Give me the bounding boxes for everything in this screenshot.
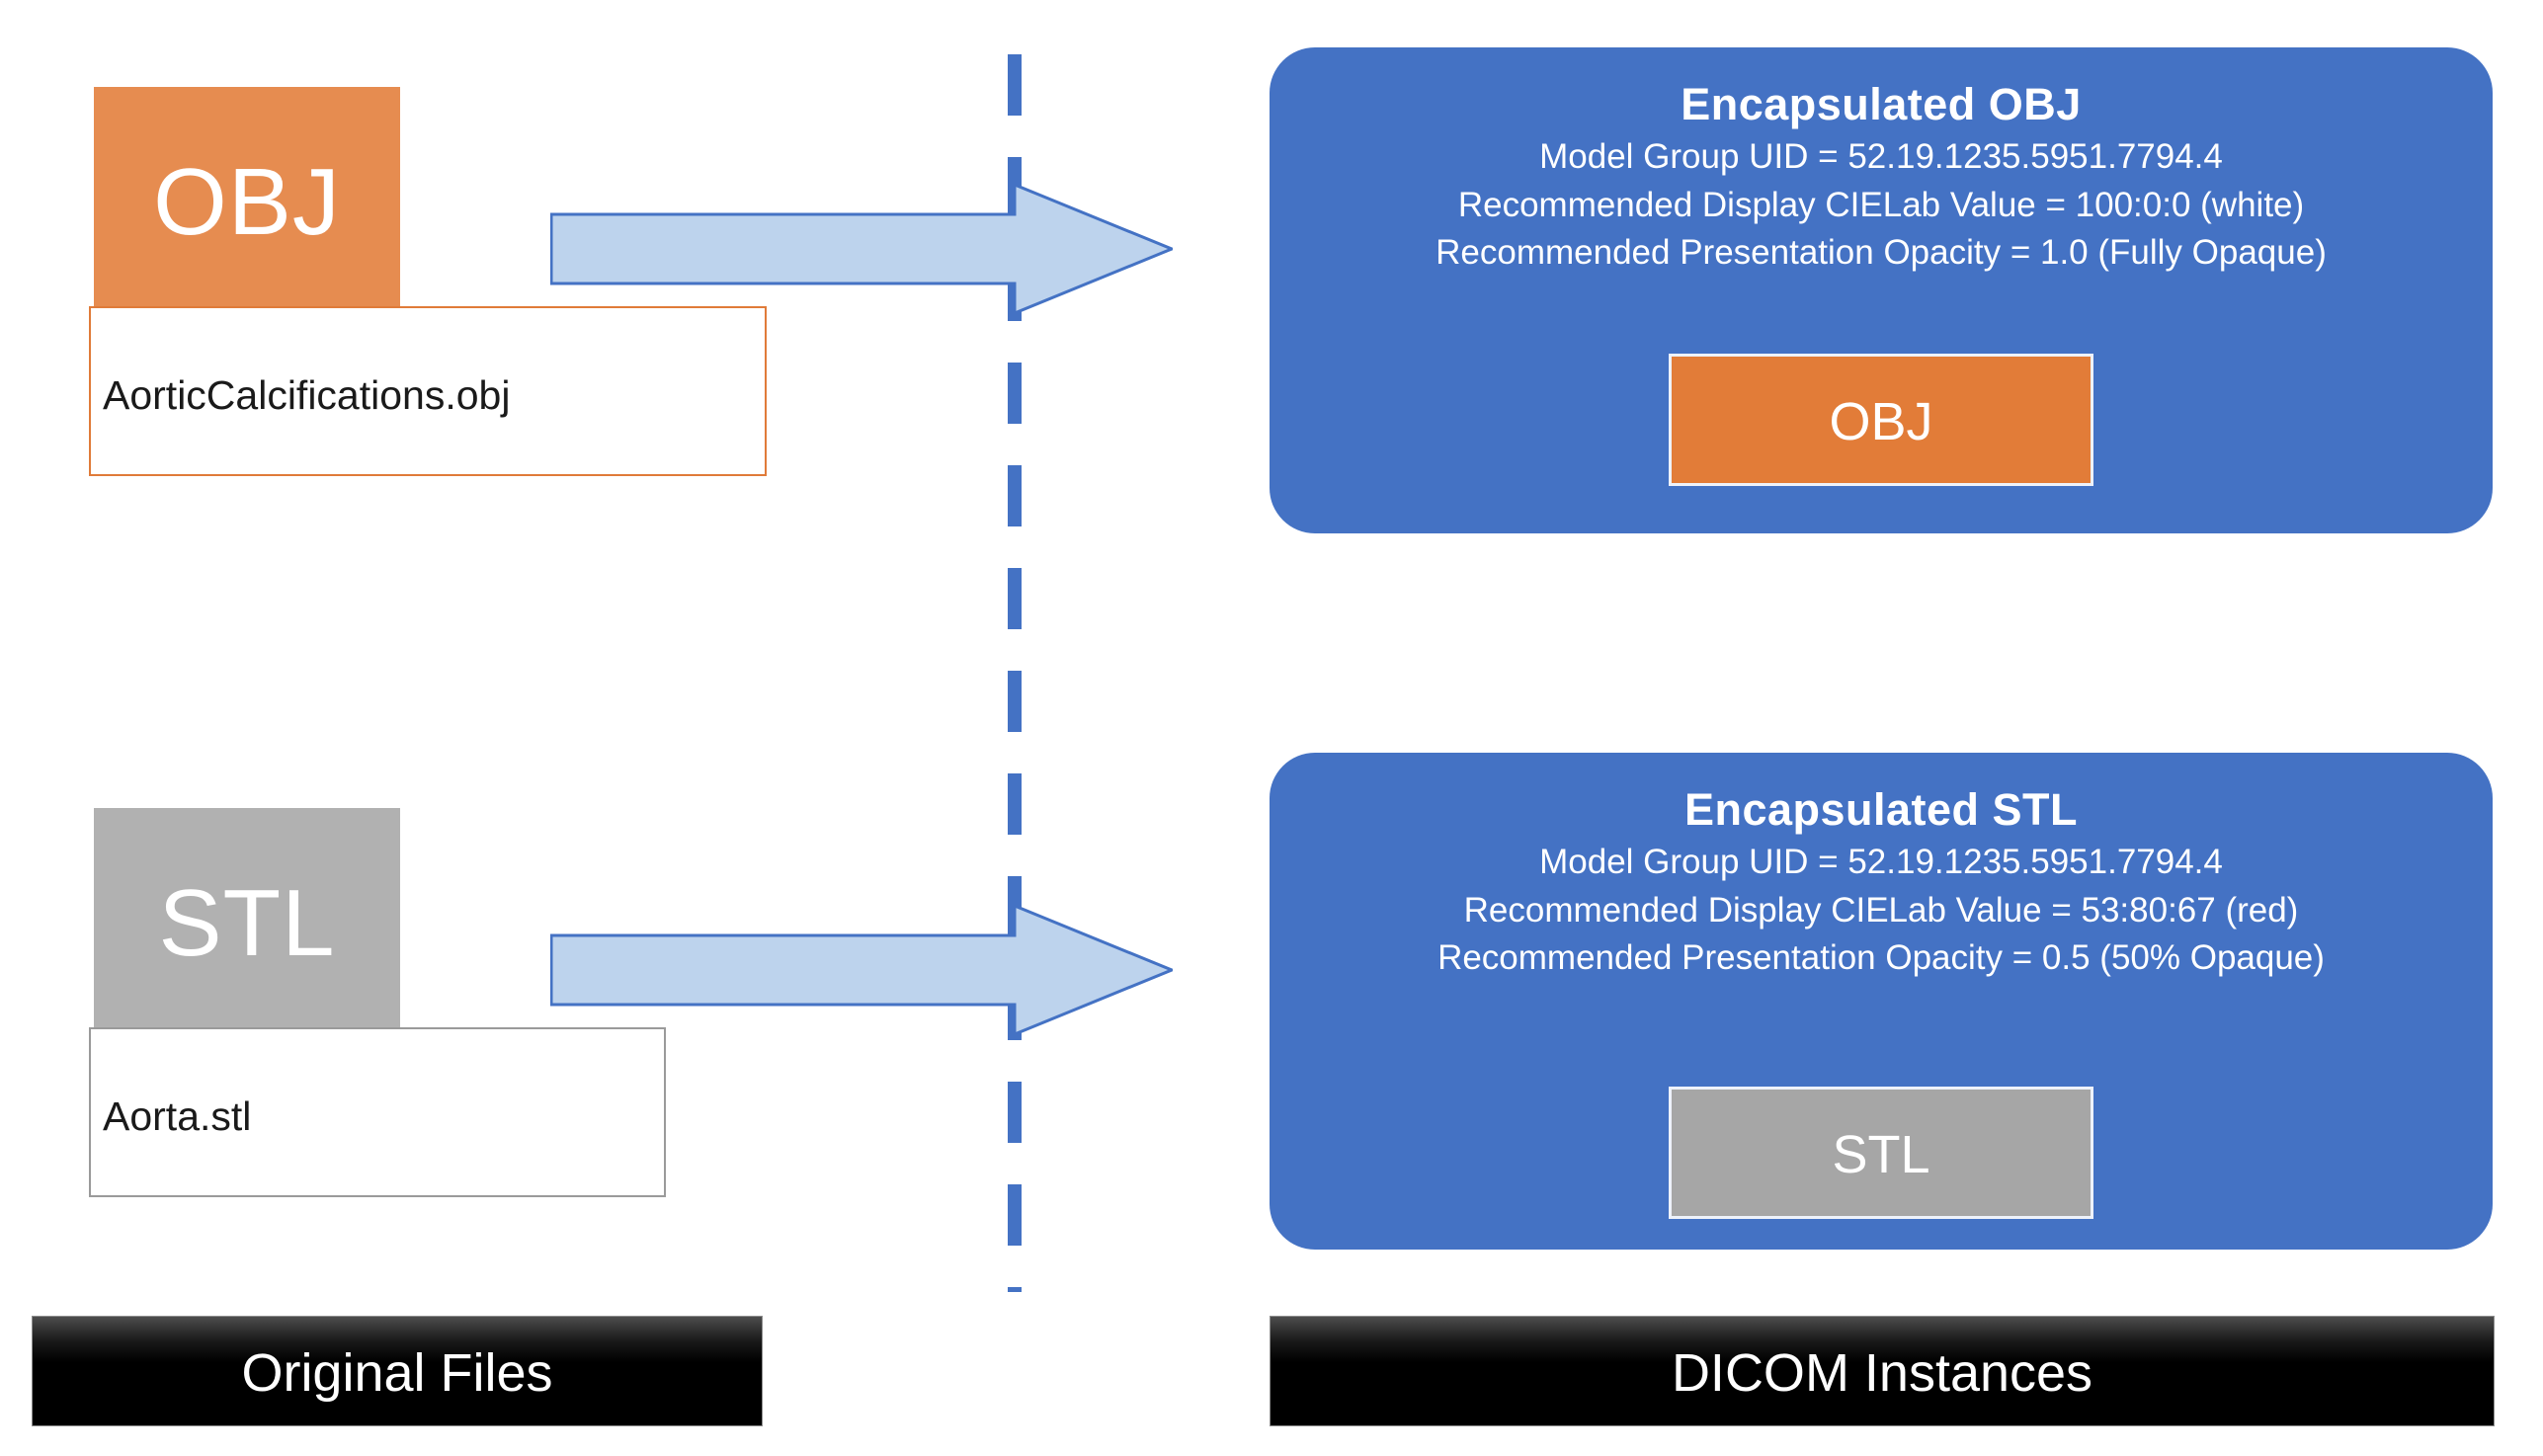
section-label-dicom-instances: DICOM Instances [1270,1316,2495,1426]
source-filename-stl: Aorta.stl [103,1092,252,1139]
panel-line-cielab-obj: Recommended Display CIELab Value = 100:0… [1457,185,2305,224]
panel-line-cielab-stl: Recommended Display CIELab Value = 53:80… [1463,890,2299,930]
file-type-label-stl: STL [158,870,336,976]
panel-title-obj: Encapsulated OBJ [1681,79,2082,129]
panel-line-model-group-uid-stl: Model Group UID = 52.19.1235.5951.7794.4 [1539,843,2223,882]
file-type-label-obj: OBJ [153,149,341,255]
section-label-original-files-text: Original Files [241,1343,553,1403]
encapsulated-badge-obj: OBJ [1669,354,2093,486]
file-type-square-stl: STL [94,808,400,1027]
dicom-panel-stl: Encapsulated STL Model Group UID = 52.19… [1270,753,2493,1250]
source-file-box-obj: AorticCalcifications.obj [89,306,767,476]
obj-conversion-arrow [550,184,1173,314]
encapsulated-badge-label-obj: OBJ [1829,392,1933,451]
section-label-original-files: Original Files [32,1316,763,1426]
section-label-dicom-instances-text: DICOM Instances [1671,1343,2093,1403]
panel-line-model-group-uid-obj: Model Group UID = 52.19.1235.5951.7794.4 [1539,137,2223,177]
encapsulated-badge-stl: STL [1669,1087,2093,1219]
file-type-square-obj: OBJ [94,87,400,306]
source-filename-obj: AorticCalcifications.obj [103,371,511,418]
dicom-panel-obj: Encapsulated OBJ Model Group UID = 52.19… [1270,47,2493,533]
stl-conversion-arrow [550,905,1173,1035]
panel-line-opacity-stl: Recommended Presentation Opacity = 0.5 (… [1437,938,2325,978]
source-file-box-stl: Aorta.stl [89,1027,666,1197]
encapsulated-badge-label-stl: STL [1832,1125,1930,1184]
panel-line-opacity-obj: Recommended Presentation Opacity = 1.0 (… [1436,233,2327,273]
panel-title-stl: Encapsulated STL [1683,784,2079,835]
